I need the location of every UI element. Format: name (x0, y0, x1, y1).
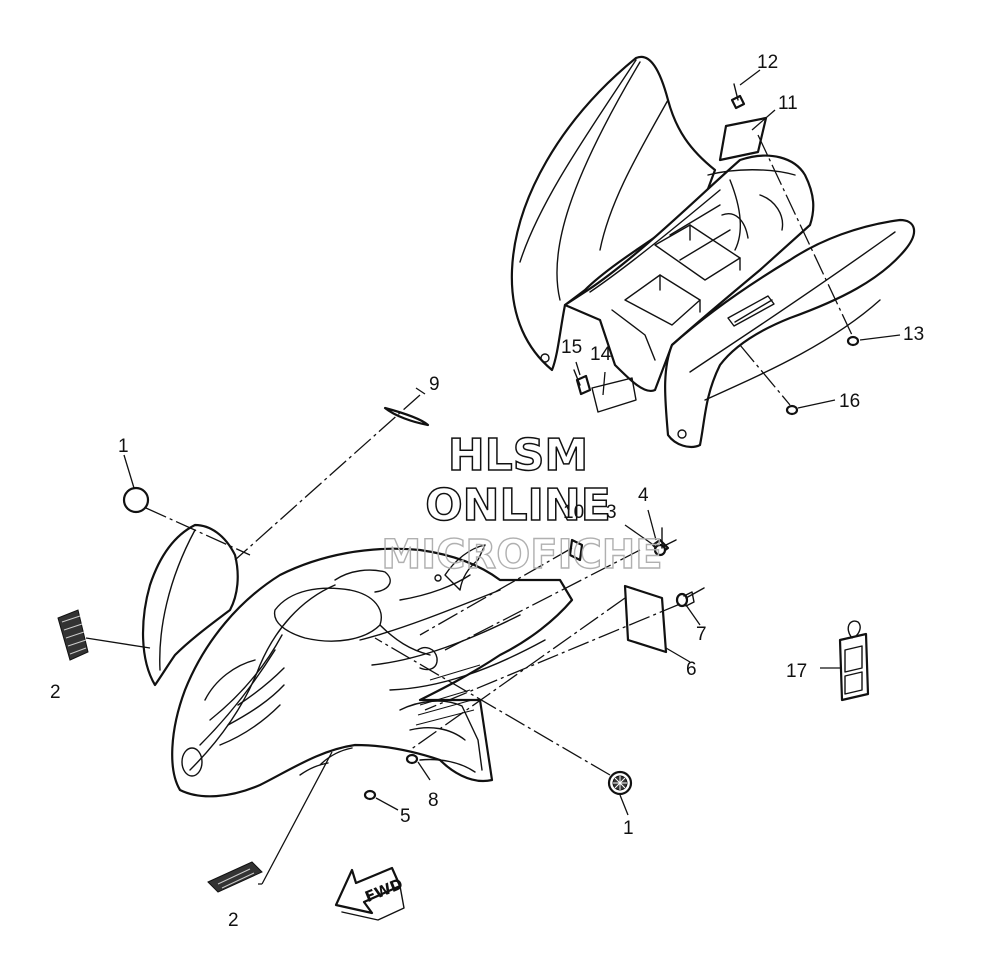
callout-1-top: 1 (118, 436, 129, 457)
sticker-diamond (383, 406, 430, 427)
callout-9: 9 (429, 374, 440, 395)
callout-7: 7 (696, 624, 707, 645)
callout-16: 16 (839, 391, 860, 412)
fwd-arrow-badge: FWD (334, 866, 405, 921)
emblem-round-plain (122, 486, 150, 514)
emblem-wheel (607, 770, 633, 796)
callout-14: 14 (590, 344, 612, 365)
decal-left (57, 609, 89, 661)
callout-17: 17 (786, 661, 807, 682)
front-fender (141, 523, 574, 798)
watermark-line-3: MICROFICHE (381, 532, 662, 578)
callout-1-bottom: 1 (623, 818, 634, 839)
callout-4: 4 (638, 485, 649, 506)
screw-12 (730, 83, 746, 110)
callout-15: 15 (561, 337, 582, 358)
decal-bottom (207, 861, 263, 893)
callout-3: 3 (606, 502, 617, 523)
watermark-line-1: HLSM (448, 430, 588, 481)
rear-fender (510, 55, 916, 449)
callout-11: 11 (778, 93, 798, 114)
leader-lines (85, 69, 901, 885)
callout-2-left: 2 (50, 682, 61, 703)
watermark-line-2: ONLINE (425, 480, 611, 531)
bolt-7 (675, 587, 705, 608)
tag-17 (838, 620, 870, 702)
callout-8: 8 (428, 790, 439, 811)
callout-5: 5 (400, 806, 411, 827)
callout-2-bottom: 2 (228, 910, 239, 931)
watermark: HLSM ONLINE MICROFICHE (381, 429, 664, 578)
callout-labels: 1 1 2 2 3 4 5 6 7 8 9 10 11 12 13 14 15 … (50, 52, 924, 931)
grommet-16 (785, 404, 799, 416)
bolt-15 (573, 369, 592, 396)
grommet-13 (846, 335, 860, 347)
callout-13: 13 (903, 324, 924, 345)
screw-4 (653, 527, 667, 557)
callout-12: 12 (757, 52, 778, 73)
callout-6: 6 (686, 659, 697, 680)
grommet-5 (363, 789, 377, 801)
callout-10: 10 (563, 502, 584, 523)
bracket-10 (568, 538, 584, 562)
grommet-8 (405, 753, 419, 765)
